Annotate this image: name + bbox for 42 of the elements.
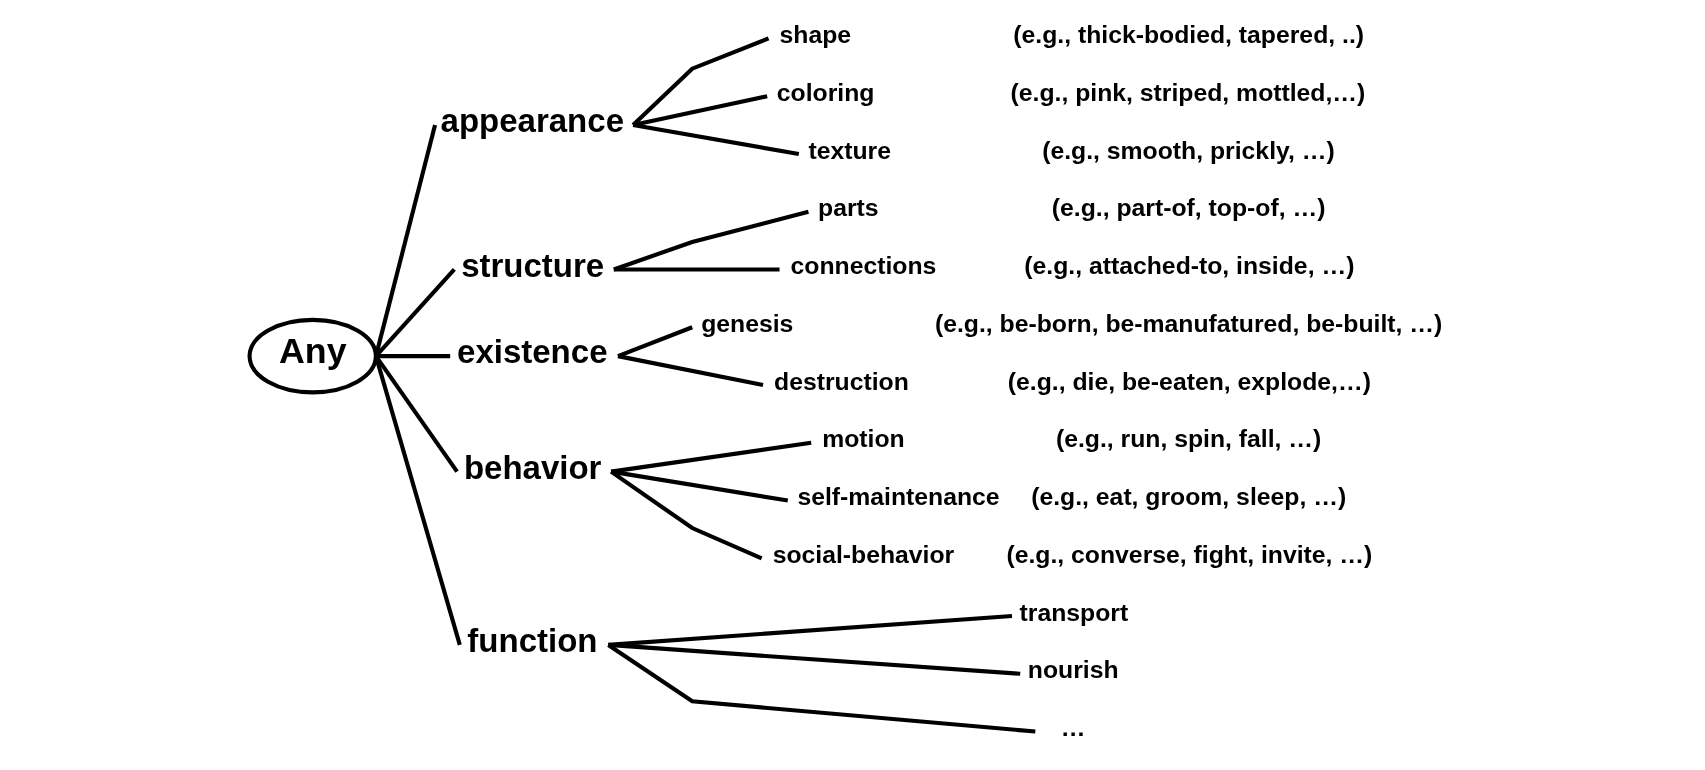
node-label: (e.g., pink, striped, mottled,…): [1010, 78, 1366, 106]
connector: [617, 354, 764, 388]
node-label: (e.g., eat, groom, sleep, …): [1031, 483, 1347, 511]
node-text: structure: [461, 246, 605, 284]
node-text: coloring: [776, 78, 875, 106]
node-ellipse: Any: [247, 317, 378, 395]
node-label: (e.g., smooth, prickly, …): [1042, 136, 1335, 164]
connector: [610, 469, 789, 503]
connector: [373, 355, 462, 646]
node-label: (e.g., converse, fight, invite, …): [1006, 540, 1373, 568]
node-label: (e.g., part-of, top-of, …): [1051, 194, 1326, 222]
connector: [607, 643, 1036, 734]
node-text: appearance: [440, 102, 624, 140]
node-text: existence: [457, 333, 608, 371]
node-text: self-maintenance: [797, 483, 1000, 511]
connector: [608, 642, 1021, 676]
connector: [609, 469, 763, 561]
node-text: destruction: [774, 367, 909, 395]
node-label: (e.g., run, spin, fall, …): [1055, 425, 1322, 453]
node-label: (e.g., be-born, be-manufatured, be-built, …): [934, 309, 1443, 337]
node-label: (e.g., die, be-eaten, explode,…): [1007, 367, 1371, 395]
node-text: behavior: [463, 448, 602, 486]
node-text: texture: [808, 136, 891, 164]
node-text: …: [1060, 714, 1086, 742]
node-text: shape: [779, 21, 852, 49]
connector: [632, 123, 800, 156]
connector: [610, 440, 812, 474]
node-text: parts: [818, 194, 879, 222]
node-text: social-behavior: [772, 540, 955, 568]
connector: [613, 267, 780, 272]
node-text: nourish: [1027, 656, 1119, 684]
node-label: (e.g., attached-to, inside, …): [1024, 252, 1355, 280]
node-text: function: [467, 622, 598, 660]
connector: [613, 209, 809, 272]
connector: [631, 36, 770, 127]
connector: [632, 94, 768, 128]
node-text: transport: [1019, 598, 1129, 626]
node-label: (e.g., thick-bodied, tapered, ..): [1013, 21, 1365, 49]
node-text: genesis: [701, 309, 794, 337]
node-text: connections: [790, 252, 937, 280]
node-text: motion: [822, 425, 905, 453]
connector: [375, 354, 451, 359]
